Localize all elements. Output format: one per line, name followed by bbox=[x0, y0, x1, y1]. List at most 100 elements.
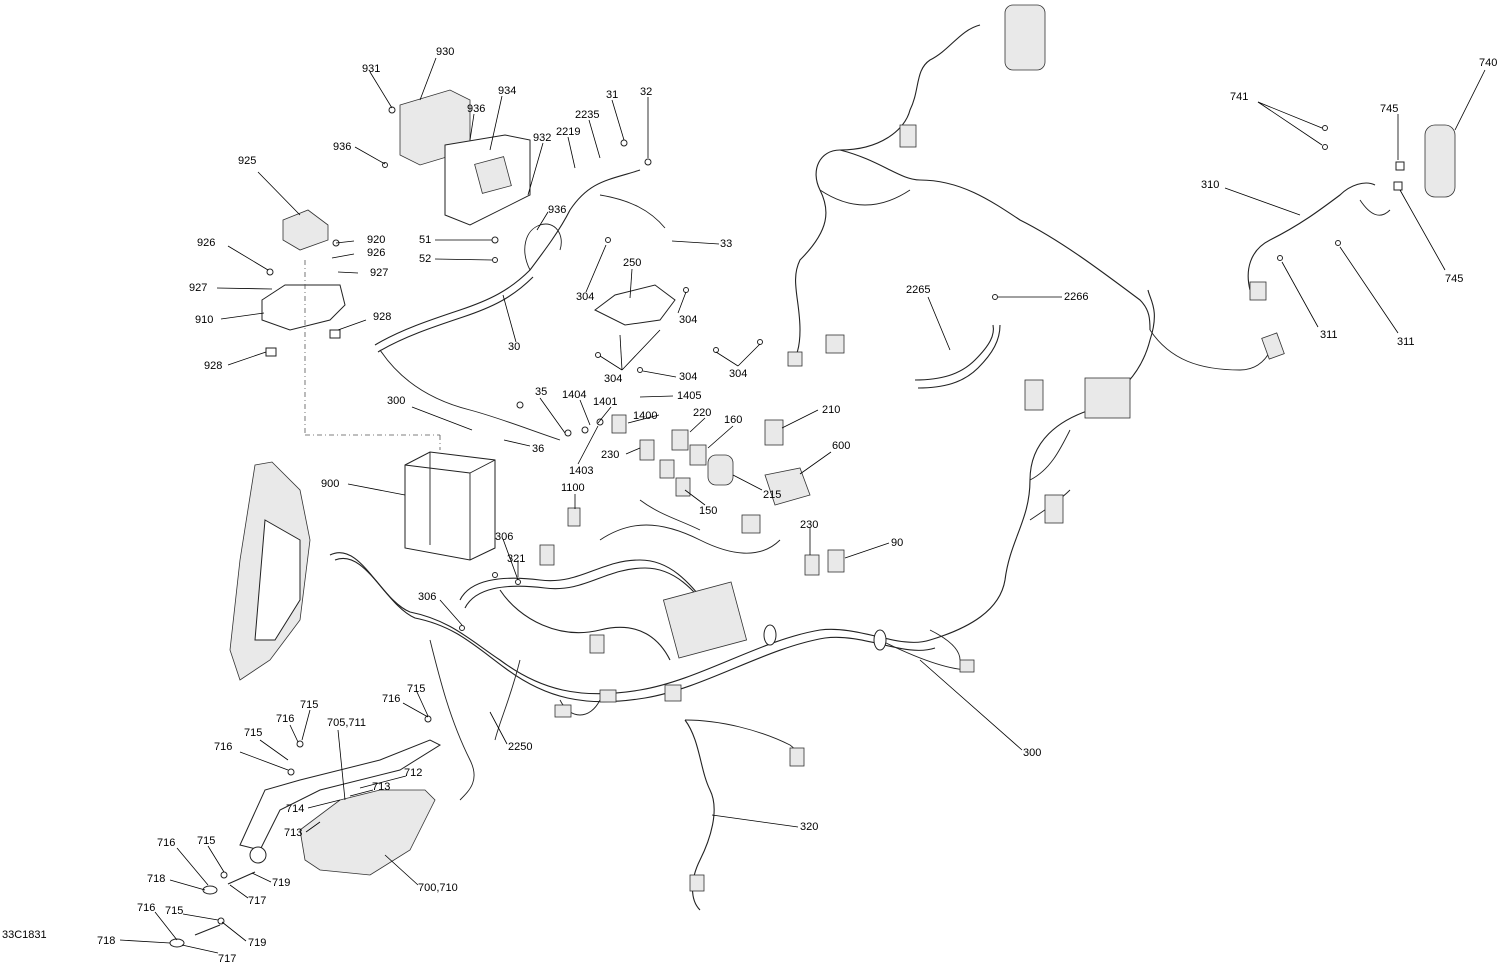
headlight-assembly-left bbox=[229, 461, 311, 681]
front-harness-30 bbox=[374, 169, 666, 441]
callout-label: 30 bbox=[508, 341, 520, 353]
callout-label: 300 bbox=[1023, 747, 1041, 759]
callout-label: 712 bbox=[404, 767, 422, 779]
relay-switch-cluster bbox=[567, 414, 845, 576]
callout-label: 304 bbox=[679, 371, 697, 383]
callout-label: 930 bbox=[436, 46, 454, 58]
callout-label: 90 bbox=[891, 537, 903, 549]
callout-label: 936 bbox=[467, 103, 485, 115]
callout-label: 910 bbox=[195, 314, 213, 326]
leader-lines bbox=[119, 57, 1486, 954]
callout-label: 936 bbox=[548, 204, 566, 216]
callout-label: 925 bbox=[238, 155, 256, 167]
wire-2265 bbox=[914, 324, 1001, 389]
callout-label: 31 bbox=[606, 89, 618, 101]
callout-label: 2250 bbox=[508, 741, 532, 753]
callout-label: 310 bbox=[1201, 179, 1219, 191]
callout-label: 1404 bbox=[562, 389, 586, 401]
callout-label: 320 bbox=[800, 821, 818, 833]
callout-label: 304 bbox=[679, 314, 697, 326]
callout-label: 716 bbox=[137, 902, 155, 914]
callout-label: 719 bbox=[248, 937, 266, 949]
callout-label: 215 bbox=[763, 489, 781, 501]
callout-label: 230 bbox=[800, 519, 818, 531]
main-harness-300 bbox=[329, 289, 1285, 801]
callout-label: 600 bbox=[832, 440, 850, 452]
callout-label: 716 bbox=[382, 693, 400, 705]
callout-label: 32 bbox=[640, 86, 652, 98]
harness-320 bbox=[684, 719, 805, 911]
callout-label: 718 bbox=[97, 935, 115, 947]
callout-label: 715 bbox=[165, 905, 183, 917]
callout-label: 716 bbox=[157, 837, 175, 849]
callout-label: 1400 bbox=[633, 410, 657, 422]
callout-label: 304 bbox=[604, 373, 622, 385]
callout-label: 52 bbox=[419, 253, 431, 265]
callout-label: 1401 bbox=[593, 396, 617, 408]
callout-label: 931 bbox=[362, 63, 380, 75]
callout-label: 321 bbox=[507, 553, 525, 565]
callout-label: 1100 bbox=[561, 482, 585, 494]
callout-label: 715 bbox=[300, 699, 318, 711]
callout-label: 936 bbox=[333, 141, 351, 153]
callout-label: 719 bbox=[272, 877, 290, 889]
callout-label: 926 bbox=[197, 237, 215, 249]
callout-label: 160 bbox=[724, 414, 742, 426]
callout-label: 300 bbox=[387, 395, 405, 407]
battery-900 bbox=[404, 451, 496, 561]
callout-label: 2266 bbox=[1064, 291, 1088, 303]
callout-label: 920 bbox=[367, 234, 385, 246]
callout-label: 210 bbox=[822, 404, 840, 416]
bracket-250 bbox=[594, 284, 676, 326]
ecu-module-930 bbox=[399, 89, 531, 226]
light-bar-705-711 bbox=[239, 739, 442, 876]
callout-label: 705,711 bbox=[327, 717, 366, 729]
fasteners bbox=[169, 106, 1341, 948]
callout-label: 713 bbox=[284, 827, 302, 839]
callout-label: 718 bbox=[147, 873, 165, 885]
callout-label: 745 bbox=[1380, 103, 1398, 115]
callout-label: 304 bbox=[729, 368, 747, 380]
callout-label: 927 bbox=[370, 267, 388, 279]
callout-label: 306 bbox=[495, 531, 513, 543]
callout-label: 714 bbox=[286, 803, 304, 815]
callout-label: 745 bbox=[1445, 273, 1463, 285]
callout-label: 2235 bbox=[575, 109, 599, 121]
callout-label: 928 bbox=[204, 360, 222, 372]
callout-label: 51 bbox=[419, 234, 431, 246]
callout-label: 220 bbox=[693, 407, 711, 419]
callout-label: 2219 bbox=[556, 126, 580, 138]
callout-label: 717 bbox=[248, 895, 266, 907]
callout-label: 713 bbox=[372, 781, 390, 793]
callout-label: 934 bbox=[498, 85, 516, 97]
upper-harness-loop bbox=[787, 4, 1151, 367]
callout-label: 311 bbox=[1320, 329, 1338, 341]
callout-label: 927 bbox=[189, 282, 207, 294]
callout-label: 932 bbox=[533, 132, 551, 144]
callout-label: 304 bbox=[576, 291, 594, 303]
callout-label: 740 bbox=[1479, 57, 1497, 69]
callout-label: 230 bbox=[601, 449, 619, 461]
callout-label: 306 bbox=[418, 591, 436, 603]
callout-label: 35 bbox=[535, 386, 547, 398]
callout-label: 715 bbox=[197, 835, 215, 847]
callout-label: 716 bbox=[214, 741, 232, 753]
callout-label: 741 bbox=[1230, 91, 1248, 103]
callout-label: 900 bbox=[321, 478, 339, 490]
callout-label: 715 bbox=[407, 683, 425, 695]
callout-label: 700,710 bbox=[418, 882, 458, 894]
callout-label: 2265 bbox=[906, 284, 930, 296]
callout-label: 36 bbox=[532, 443, 544, 455]
callout-label: 1405 bbox=[677, 390, 701, 402]
callout-label: 150 bbox=[699, 505, 717, 517]
callout-label: 33 bbox=[720, 238, 732, 250]
callout-label: 926 bbox=[367, 247, 385, 259]
figure-code: 33C1831 bbox=[2, 929, 47, 941]
callout-label: 716 bbox=[276, 713, 294, 725]
callout-label: 717 bbox=[218, 953, 236, 965]
tail-harness-310 bbox=[1247, 124, 1456, 301]
callout-label: 311 bbox=[1397, 336, 1415, 348]
